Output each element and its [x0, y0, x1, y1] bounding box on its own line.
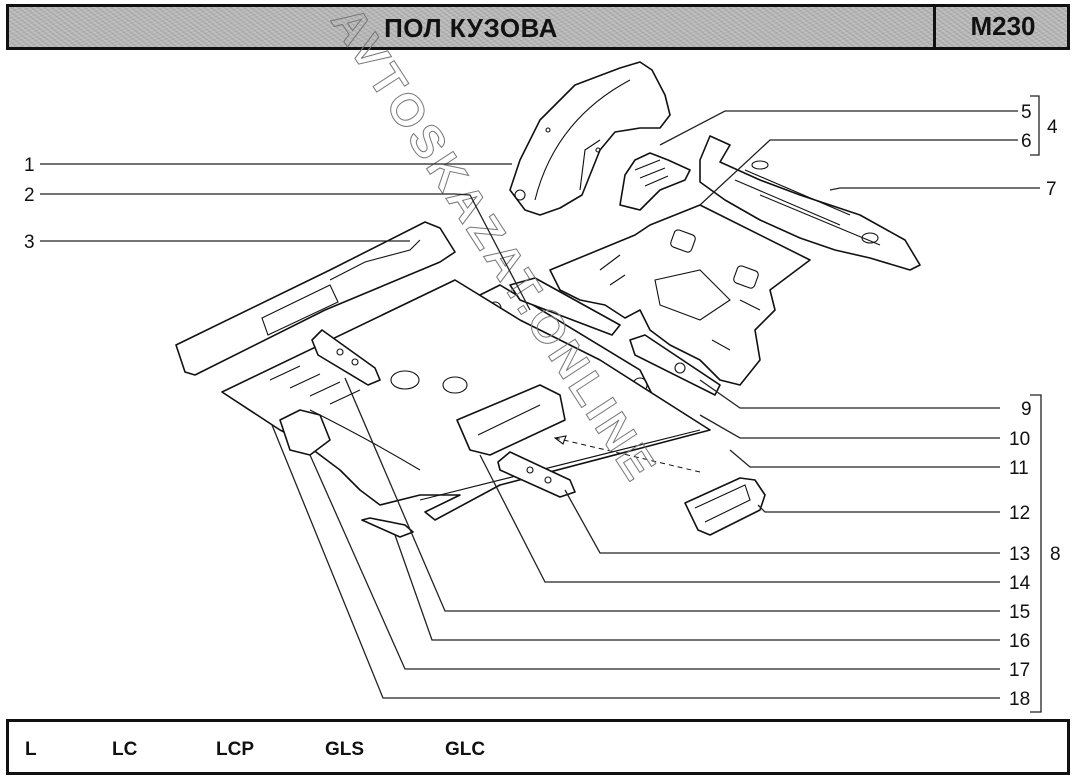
callout-5: 5 [1021, 102, 1032, 123]
variant-gls: GLS [325, 739, 365, 760]
part-rear-floor[interactable] [549, 204, 811, 386]
part-crossmember-mid[interactable] [509, 277, 621, 336]
callout-18: 18 [1009, 689, 1030, 710]
part-tunnel-bracket[interactable] [456, 384, 566, 456]
left-leaders [40, 163, 531, 311]
callout-9: 9 [1021, 399, 1032, 420]
arrow-head [553, 435, 567, 445]
callout-12: 12 [1009, 503, 1030, 524]
variant-glc: GLC [445, 739, 486, 760]
callout-14: 14 [1009, 573, 1031, 594]
callout-11: 11 [1009, 458, 1029, 479]
callout-3: 3 [24, 232, 35, 253]
part-rear-bracket[interactable] [619, 152, 691, 211]
variant-footer: L LC LCP GLS GLC [6, 719, 1070, 775]
part-rear-panel[interactable] [699, 135, 921, 271]
callout-group-8: 8 [1050, 544, 1061, 565]
part-seat-bracket-right[interactable] [497, 451, 576, 498]
part-crossmember-rear[interactable] [629, 334, 721, 396]
part-small-plate[interactable] [361, 517, 414, 538]
callout-15: 15 [1009, 602, 1030, 623]
part-reinforcement[interactable] [684, 477, 766, 536]
callout-6: 6 [1021, 131, 1032, 152]
callout-16: 16 [1009, 631, 1030, 652]
callout-group-4: 4 [1047, 117, 1058, 138]
part-wheel-arch[interactable] [509, 61, 671, 216]
header-bar: ПОЛ КУЗОВА M230 [6, 4, 1070, 50]
page-title: ПОЛ КУЗОВА [384, 13, 558, 43]
callout-10: 10 [1009, 429, 1030, 450]
assembly-arrow [554, 437, 701, 473]
callout-7: 7 [1046, 179, 1057, 200]
section-code: M230 [970, 11, 1036, 41]
right-leaders [271, 110, 1040, 699]
variant-l: L [25, 739, 37, 760]
callout-2: 2 [24, 185, 35, 206]
callout-1: 1 [24, 155, 35, 176]
part-tunnel-end[interactable] [279, 409, 331, 456]
part-seat-bracket-left[interactable] [311, 329, 381, 386]
callout-17: 17 [1009, 660, 1030, 681]
section-code-box: M230 [933, 4, 1070, 50]
part-sill[interactable] [175, 221, 456, 376]
group-bracket-4 [1030, 95, 1040, 156]
group-bracket-8 [1030, 394, 1042, 713]
variant-lc: LC [112, 739, 138, 760]
variant-lcp: LCP [216, 739, 254, 760]
callout-13: 13 [1009, 544, 1030, 565]
